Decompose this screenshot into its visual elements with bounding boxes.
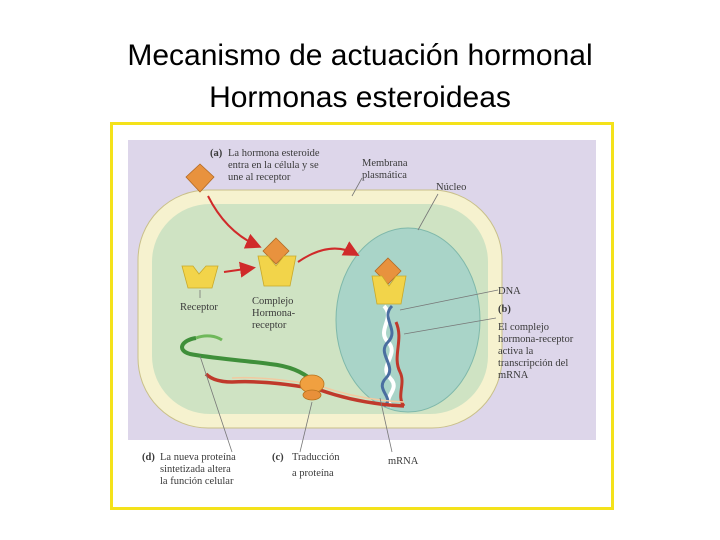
new-protein xyxy=(180,336,314,382)
mrna-label: mRNA xyxy=(388,456,419,467)
step-b-letter: (b) xyxy=(498,304,511,315)
complejo-label-1: Complejo xyxy=(252,296,293,307)
complejo-label-3: receptor xyxy=(252,320,287,331)
nuclear-complex-receptor xyxy=(371,275,407,305)
complex-receptor xyxy=(257,255,297,287)
step-d-line-3: la función celular xyxy=(160,476,234,487)
slide-title: Mecanismo de actuación hormonal xyxy=(127,39,593,72)
hormone-outside xyxy=(185,163,215,193)
dna-label: DNA xyxy=(498,286,521,297)
step-c-leader xyxy=(299,401,313,453)
step-d-line-1: La nueva proteína xyxy=(160,452,236,463)
mrna-transcript xyxy=(394,321,406,407)
membrana-leader xyxy=(351,177,363,197)
membrana-label-1: Membrana xyxy=(362,158,408,169)
mrna-strand xyxy=(204,372,405,408)
step-b-line-4: transcripción del xyxy=(498,358,568,369)
free-receptor xyxy=(181,265,219,289)
step-d-line-2: sintetizada altera xyxy=(160,464,231,475)
nucleo-leader xyxy=(417,193,439,231)
step-b-leader xyxy=(403,317,497,335)
dna-strand-1 xyxy=(382,304,396,408)
step-b-line-2: hormona-receptor xyxy=(498,334,574,345)
step-a-letter: (a) xyxy=(210,148,223,159)
membrana-label-2: plasmática xyxy=(362,170,407,181)
mrna-leader xyxy=(379,397,393,453)
step-d-letter: (d) xyxy=(142,452,155,463)
dna-strand-2 xyxy=(380,304,394,408)
slide-subtitle: Hormonas esteroideas xyxy=(209,81,511,114)
dna-leader xyxy=(399,289,499,311)
nuclear-entry-arrow xyxy=(297,241,360,263)
diagram-lower-background xyxy=(128,440,596,502)
receptor-label: Receptor xyxy=(180,302,218,313)
step-c-line-1: Traducción xyxy=(292,452,340,463)
step-a-line-2: entra en la célula y se xyxy=(228,160,319,171)
step-b-line-1: El complejo xyxy=(498,322,549,333)
ribosome-small xyxy=(302,389,322,401)
nucleus xyxy=(335,227,481,413)
new-protein-tail xyxy=(195,334,223,342)
step-a-line-1: La hormona esteroide xyxy=(228,148,320,159)
complejo-label-2: Hormona- xyxy=(252,308,296,319)
step-c-line-2: a proteína xyxy=(292,468,334,479)
nucleo-label: Núcleo xyxy=(436,182,466,193)
step-b-line-5: mRNA xyxy=(498,370,529,381)
step-a-line-3: une al receptor xyxy=(228,172,291,183)
step-d-leader xyxy=(199,355,233,453)
step-c-letter: (c) xyxy=(272,452,284,463)
step-b-line-3: activa la xyxy=(498,346,534,357)
entry-arrow xyxy=(207,195,262,249)
binding-arrow xyxy=(223,261,256,278)
